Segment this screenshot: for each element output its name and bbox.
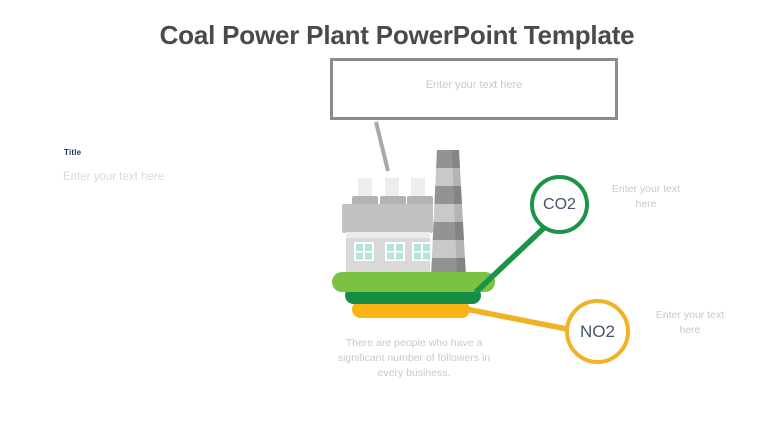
- chimney-icon: [431, 150, 466, 277]
- platform-light-green-layer: [332, 272, 495, 292]
- textbox-pointer-line: [374, 121, 390, 172]
- left-title-label[interactable]: Title: [64, 148, 82, 157]
- page-title[interactable]: Coal Power Plant PowerPoint Template: [159, 20, 635, 50]
- factory-building-icon: [342, 178, 433, 275]
- top-text-placeholder: Enter your text here: [425, 79, 523, 91]
- no2-text-placeholder[interactable]: Enter your text here: [655, 309, 725, 337]
- top-text-placeholder-box[interactable]: Enter your text here: [330, 58, 618, 120]
- no2-circle[interactable]: NO2: [565, 299, 630, 364]
- co2-circle[interactable]: CO2: [530, 175, 589, 234]
- left-text-placeholder[interactable]: Enter your text here: [63, 171, 164, 183]
- window-icon: [385, 242, 405, 261]
- platform-layers: [332, 272, 495, 318]
- platform-yellow-layer: [352, 301, 470, 318]
- caption-text[interactable]: There are people who have a significant …: [337, 337, 491, 380]
- no2-label: NO2: [580, 321, 615, 341]
- window-icon: [354, 242, 374, 261]
- window-icon: [412, 242, 432, 261]
- co2-label: CO2: [543, 195, 576, 213]
- co2-text-placeholder[interactable]: Enter your text here: [611, 183, 681, 211]
